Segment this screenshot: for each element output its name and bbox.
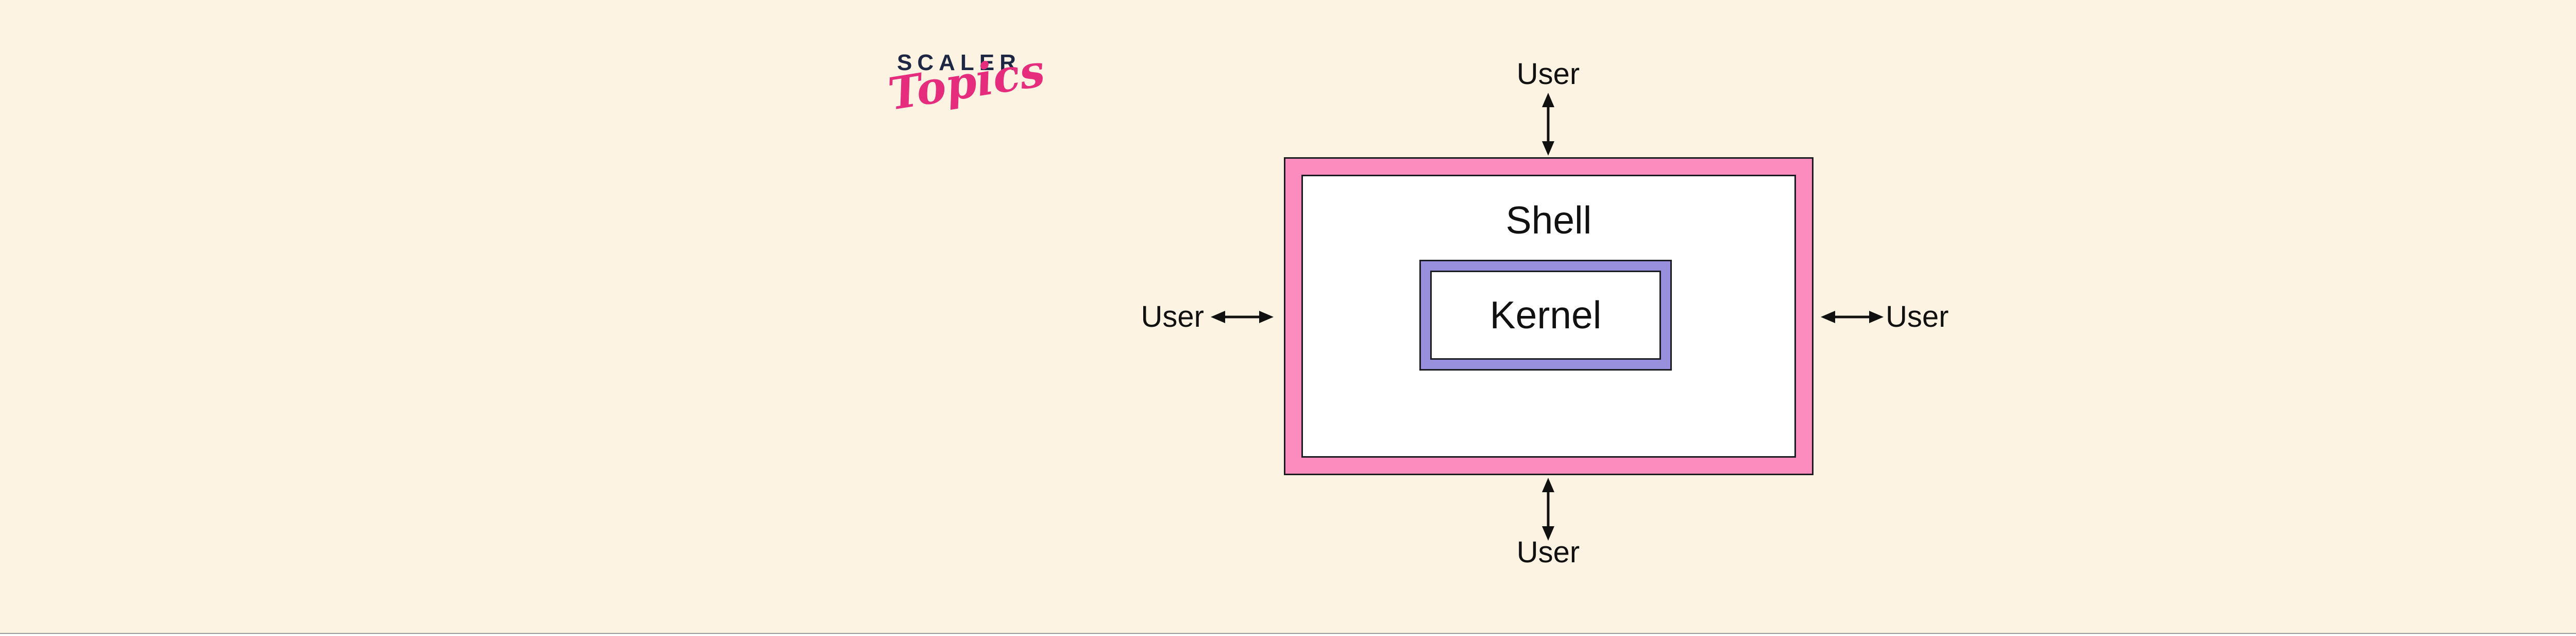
footer-strip bbox=[0, 633, 2576, 636]
shell-label: Shell bbox=[1505, 198, 1592, 242]
double-arrow-left-icon bbox=[1211, 311, 1274, 323]
double-arrow-bottom-icon bbox=[1542, 478, 1554, 541]
user-label-top: User bbox=[1516, 57, 1580, 91]
user-label-left: User bbox=[1141, 300, 1204, 333]
shell-box: Shell Kernel bbox=[1284, 157, 1814, 475]
double-arrow-right-icon bbox=[1821, 311, 1884, 323]
logo-brand-text: SCALER bbox=[897, 50, 1021, 75]
kernel-inner-area: Kernel bbox=[1430, 271, 1661, 360]
user-label-bottom: User bbox=[1516, 535, 1580, 569]
shell-inner-area: Shell Kernel bbox=[1301, 175, 1796, 458]
kernel-label: Kernel bbox=[1489, 293, 1602, 337]
user-label-right: User bbox=[1886, 300, 1949, 333]
double-arrow-top-icon bbox=[1542, 93, 1554, 156]
kernel-box: Kernel bbox=[1419, 260, 1672, 371]
